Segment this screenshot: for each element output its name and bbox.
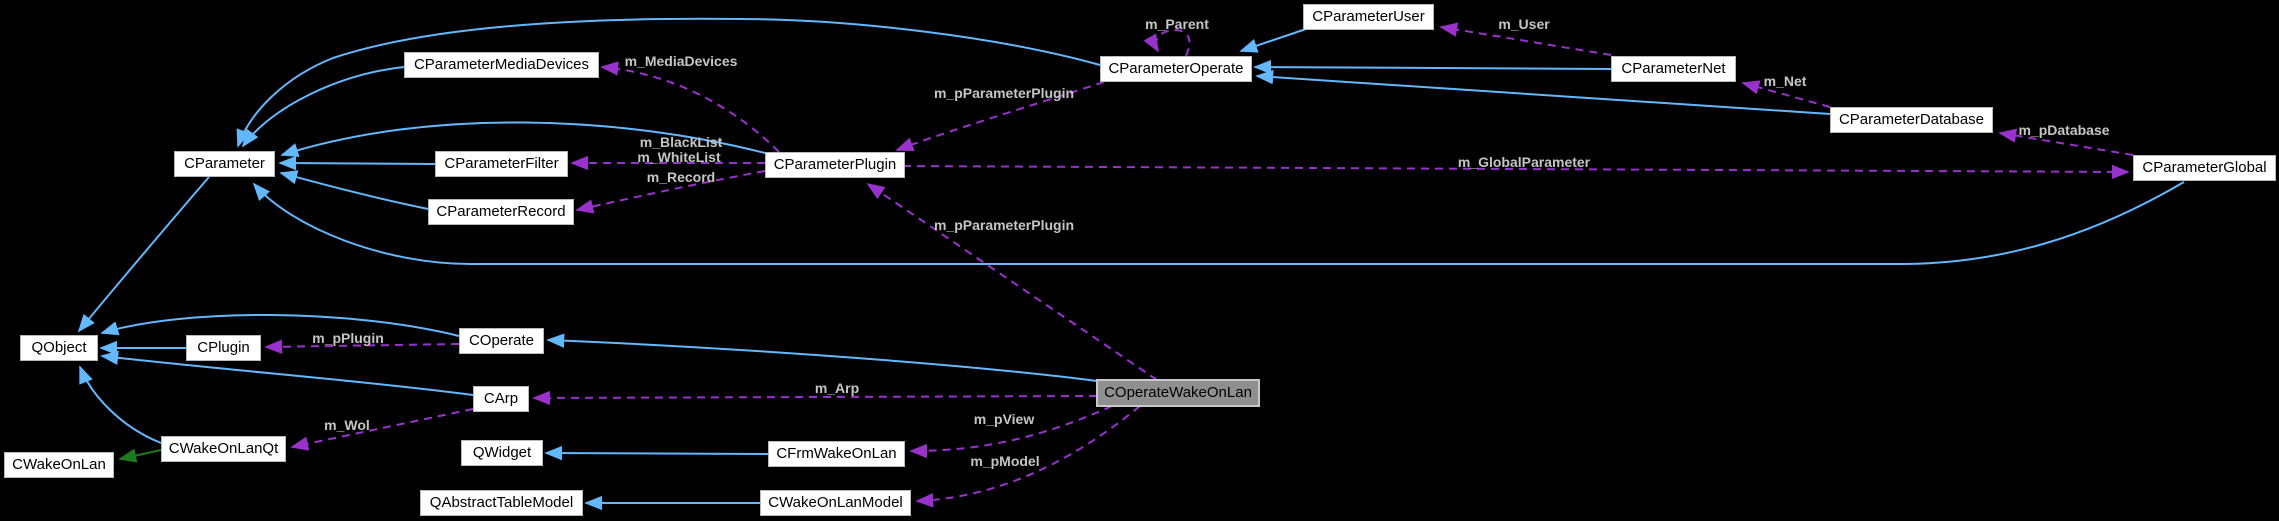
node-cwakeonlanqt[interactable]: CWakeOnLanQt — [161, 436, 286, 462]
edge-label-pparameterplugin-wol: m_pParameterPlugin — [933, 217, 1075, 233]
edge-label-pmodel: m_pModel — [970, 453, 1040, 469]
edge-carp-to-qobject — [100, 350, 474, 396]
edge-label-globalparameter: m_GlobalParameter — [1457, 154, 1591, 170]
edge-operatewakeonlan-to-coperate — [546, 333, 1098, 382]
edge-label-record: m_Record — [646, 169, 716, 185]
edge-usage-pparameterplugin-from-wol — [866, 182, 1158, 381]
node-coperatewakeonlan-current[interactable]: COperateWakeOnLan — [1096, 379, 1260, 407]
node-cparameter-database[interactable]: CParameterDatabase — [1830, 107, 1993, 133]
edge-label-white-list: m_WhiteList — [637, 149, 721, 165]
node-cparameter-operate[interactable]: CParameterOperate — [1100, 56, 1252, 82]
edge-filter-to-cparameter — [278, 155, 436, 171]
edge-user-to-operate — [1239, 28, 1307, 53]
node-qobject[interactable]: QObject — [20, 335, 98, 361]
edge-mediadevices-to-cparameter — [241, 66, 405, 148]
node-cwakeonlanmodel[interactable]: CWakeOnLanModel — [760, 490, 911, 516]
node-cparameter[interactable]: CParameter — [174, 151, 275, 177]
edge-label-pplugin: m_pPlugin — [312, 330, 384, 346]
node-carp[interactable]: CArp — [473, 386, 529, 412]
node-cfrmwakeonlan[interactable]: CFrmWakeOnLan — [768, 441, 905, 467]
edge-usage-pview — [909, 405, 1113, 459]
edge-label-net: m_Net — [1763, 73, 1807, 89]
edge-frmwakeonlan-to-qwidget — [544, 445, 769, 461]
edge-plugin-to-cparameter — [280, 121, 766, 157]
edge-label-user: m_User — [1498, 16, 1550, 32]
node-qwidget[interactable]: QWidget — [461, 440, 543, 466]
node-cwakeonlan[interactable]: CWakeOnLan — [4, 452, 114, 478]
node-cparameter-filter[interactable]: CParameterFilter — [435, 151, 568, 177]
edge-label-media-devices: m_MediaDevices — [624, 53, 738, 69]
node-coperate[interactable]: COperate — [459, 328, 544, 354]
edge-usage-user — [1439, 22, 1612, 56]
edge-label-pdatabase: m_pDatabase — [2018, 122, 2110, 138]
edge-global-to-cparameter — [252, 181, 2185, 265]
node-cparameter-user[interactable]: CParameterUser — [1303, 4, 1434, 30]
node-qabstracttablemodel[interactable]: QAbstractTableModel — [420, 490, 583, 516]
edge-database-to-operate — [1255, 69, 1831, 115]
edge-usage-net — [1741, 80, 1831, 108]
edge-label-pparameterplugin-operate: m_pParameterPlugin — [933, 85, 1075, 101]
edge-usage-pparameterplugin-from-operate — [895, 81, 1105, 152]
node-cplugin[interactable]: CPlugin — [186, 335, 261, 361]
edge-usage-pdatabase — [1998, 128, 2134, 156]
edge-usage-arp — [532, 390, 1098, 406]
edge-cparameter-to-qobject — [77, 176, 210, 333]
edge-coperate-to-qobject — [100, 314, 460, 337]
edge-usage-parent-selfloop — [1143, 28, 1191, 57]
edge-usage-mediadevices — [600, 61, 780, 153]
node-cparameter-media-devices[interactable]: CParameterMediaDevices — [404, 52, 599, 78]
edge-label-arp: m_Arp — [814, 380, 860, 396]
node-cparameter-record[interactable]: CParameterRecord — [428, 199, 574, 225]
edge-wakeonlanqt-to-wakeonlan — [118, 448, 162, 463]
edge-usage-record — [575, 170, 766, 214]
edge-operate-to-cparameter — [236, 17, 1101, 148]
edge-record-to-cparameter — [279, 170, 429, 210]
edge-usage-wol — [290, 408, 474, 451]
edge-label-parent: m_Parent — [1145, 16, 1209, 32]
edge-wakeonlanqt-to-qobject — [79, 365, 162, 444]
edge-label-wol: m_Wol — [324, 417, 370, 433]
node-cparameter-net[interactable]: CParameterNet — [1611, 56, 1736, 82]
node-cparameter-global[interactable]: CParameterGlobal — [2133, 155, 2276, 181]
edge-label-black-list: m_BlackList — [639, 134, 723, 150]
edge-usage-pplugin — [264, 339, 460, 354]
node-cparameter-plugin[interactable]: CParameterPlugin — [765, 152, 905, 178]
edge-net-to-operate — [1253, 59, 1612, 75]
edge-label-pview: m_pView — [973, 411, 1035, 427]
